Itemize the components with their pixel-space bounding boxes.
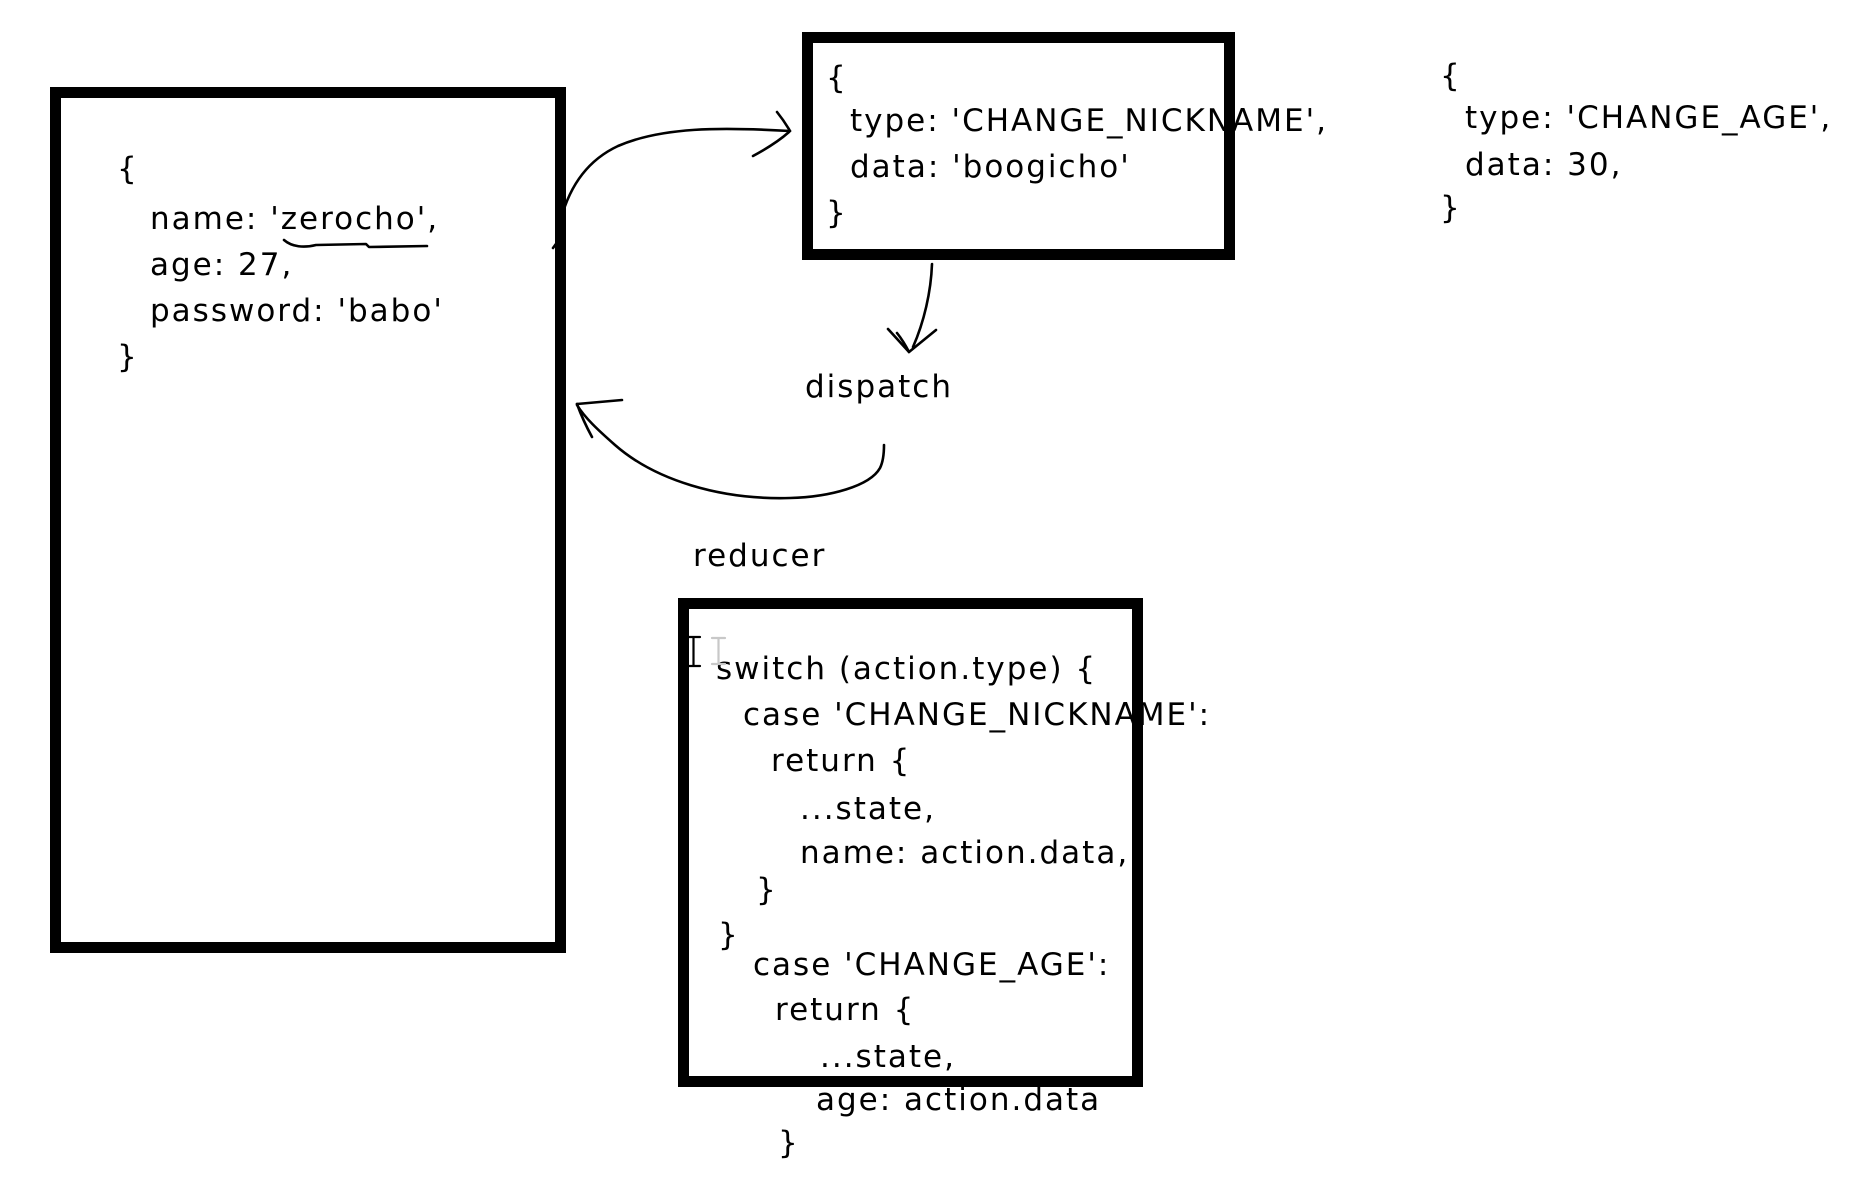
code-line: case 'CHANGE_NICKNAME': [743, 697, 1212, 733]
nickname-action-box [802, 32, 1235, 260]
code-line: case 'CHANGE_AGE': [753, 947, 1111, 983]
code-line: name: action.data, [800, 835, 1130, 871]
code-line: switch (action.type) { [716, 651, 1098, 687]
reducer-box [678, 598, 1143, 1087]
reducer-label: reducer [693, 538, 827, 574]
code-line: } [117, 339, 139, 375]
code-line: age: action.data [816, 1082, 1102, 1118]
code-line: data: 30, [1465, 147, 1623, 183]
dispatch-label: dispatch [805, 369, 953, 405]
code-line: return { [771, 743, 912, 779]
code-line: } [826, 195, 848, 231]
code-line: { [1440, 58, 1462, 94]
code-line: name: 'zerocho', [150, 201, 440, 237]
code-line: { [826, 60, 848, 96]
code-line: } [778, 1125, 800, 1161]
code-line: data: 'boogicho' [850, 149, 1131, 185]
code-line: ...state, [800, 791, 936, 827]
state-object-box [50, 87, 566, 953]
code-line: password: 'babo' [150, 293, 444, 329]
dispatch-to-state-arrow [575, 398, 886, 500]
action-to-dispatch-arrow [886, 262, 938, 354]
code-line: } [718, 917, 740, 953]
code-line: age: 27, [150, 247, 294, 283]
code-line: } [1440, 190, 1462, 226]
code-line: { [117, 151, 139, 187]
code-line: type: 'CHANGE_NICKNAME', [850, 103, 1328, 139]
code-line: } [756, 872, 778, 908]
state-to-action-arrow [551, 110, 792, 250]
code-line: return { [775, 992, 916, 1028]
code-line: ...state, [820, 1039, 956, 1075]
code-line: type: 'CHANGE_AGE', [1465, 100, 1833, 136]
